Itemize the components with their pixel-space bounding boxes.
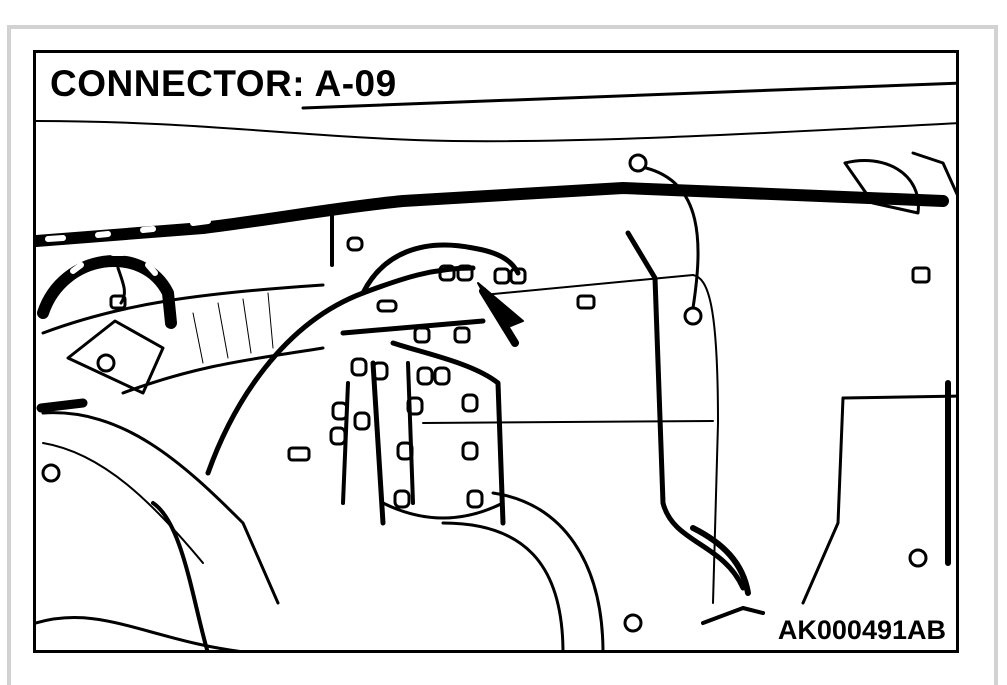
- engine-wiring-illustration: [36, 81, 956, 650]
- figure-code: AK000491AB: [773, 617, 946, 644]
- diagram-box: CONNECTOR: A-09 AK000491AB: [33, 50, 959, 653]
- connector-title: CONNECTOR: A-09: [50, 63, 397, 104]
